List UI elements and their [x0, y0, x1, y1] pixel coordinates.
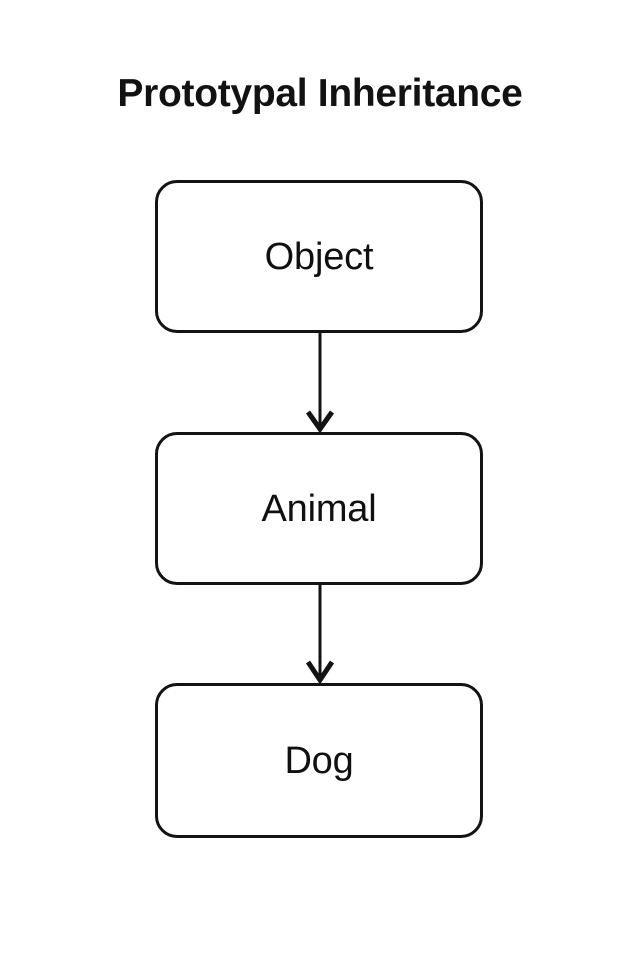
node-animal-label: Animal	[261, 487, 377, 530]
node-object[interactable]: Object	[155, 180, 483, 333]
node-object-label: Object	[264, 235, 374, 278]
node-dog-label: Dog	[284, 739, 354, 782]
node-dog[interactable]: Dog	[155, 683, 483, 838]
page-title: Prototypal Inheritance	[117, 72, 523, 115]
node-animal[interactable]: Animal	[155, 432, 483, 585]
arrow-object-to-animal	[305, 333, 335, 434]
arrow-animal-to-dog	[305, 585, 335, 685]
